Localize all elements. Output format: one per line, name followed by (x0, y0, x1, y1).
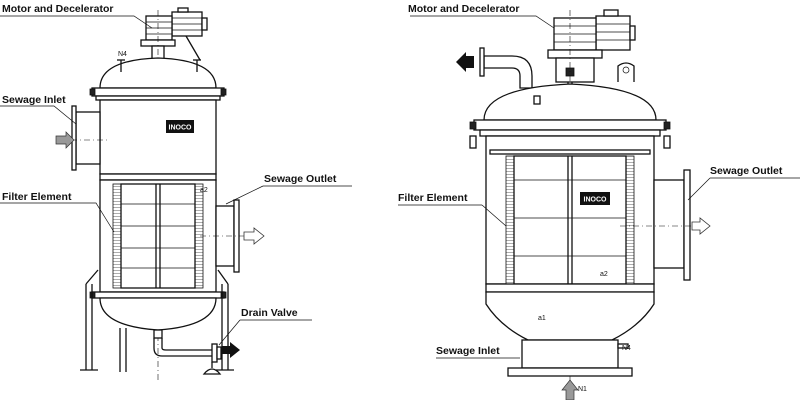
right-top-elbow-pipe (456, 47, 533, 89)
left-motor (171, 7, 208, 37)
left-filter-drawing: N4 INOCO (0, 3, 352, 380)
left-leader-lines (0, 15, 352, 346)
left-inlet-pipe (55, 105, 110, 171)
left-top-flange (91, 87, 225, 97)
right-leader-lines (398, 15, 800, 359)
left-outlet-pipe (200, 199, 265, 273)
right-tag-n4: N4 (622, 345, 631, 352)
left-brand-plate (166, 120, 194, 133)
right-label-inlet: Sewage Inlet (436, 345, 500, 357)
right-filter-drawing: INOCO a2 a1 N4 N1 (398, 3, 800, 400)
right-decelerator (547, 17, 603, 83)
left-lower-flange (91, 291, 225, 299)
right-motor (595, 9, 636, 51)
left-label-drain: Drain Valve (241, 307, 298, 319)
right-top-flange (473, 119, 667, 131)
left-top-dome (99, 57, 217, 89)
right-brand-plate (580, 192, 610, 205)
left-filter-element (112, 183, 204, 289)
left-label-filter: Filter Element (2, 191, 72, 203)
left-outlet-arrow (243, 227, 265, 245)
left-label-inlet: Sewage Inlet (2, 94, 66, 106)
left-inlet-arrow (55, 131, 75, 149)
left-tag-a2: a2 (200, 187, 208, 194)
right-brand-label: INOCO (584, 197, 608, 204)
left-label-outlet: Sewage Outlet (264, 173, 337, 185)
right-tag-a2: a2 (600, 271, 608, 278)
right-filter-element: INOCO a2 (505, 155, 635, 285)
right-bottom-cone (485, 291, 655, 341)
left-label-motor: Motor and Decelerator (2, 3, 113, 15)
right-inlet-nozzle: N4 N1 (507, 339, 633, 400)
left-drain-pipe (153, 329, 240, 375)
left-legs (80, 269, 234, 372)
right-tag-a1: a1 (538, 315, 546, 322)
right-top-arrow (456, 52, 474, 72)
right-inlet-arrow (561, 379, 579, 400)
left-upper-body (99, 99, 217, 175)
right-tag-n1: N1 (578, 386, 587, 393)
left-drain-arrow (222, 342, 240, 358)
right-top-dome (483, 83, 657, 121)
right-label-filter: Filter Element (398, 192, 468, 204)
right-outlet-pipe (620, 169, 711, 281)
left-bottom-dome (99, 297, 217, 331)
right-outlet-arrow (691, 217, 711, 235)
right-label-motor: Motor and Decelerator (408, 3, 519, 15)
left-brand-label: INOCO (169, 125, 193, 132)
right-label-outlet: Sewage Outlet (710, 165, 783, 177)
left-tag-n4: N4 (118, 51, 127, 58)
